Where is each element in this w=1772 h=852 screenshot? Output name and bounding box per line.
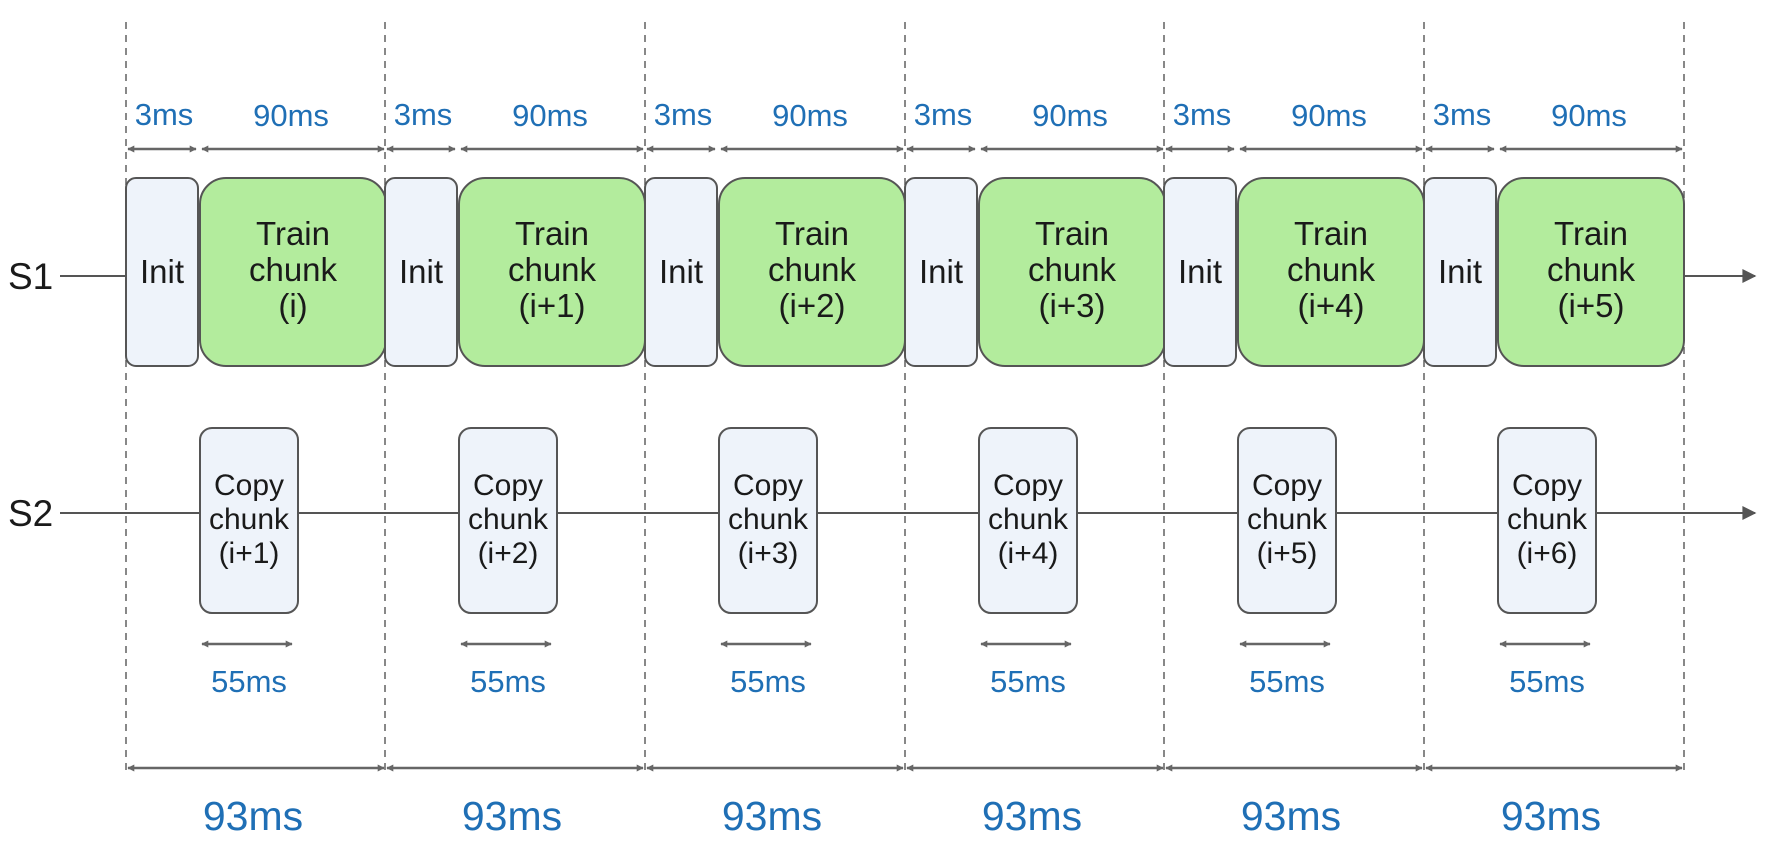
period-duration-label: 93ms bbox=[982, 793, 1082, 839]
copy-chunk-label-line: (i+4) bbox=[998, 537, 1059, 570]
copy-chunk-label-line: chunk bbox=[728, 503, 809, 536]
copy-chunk-label-line: Copy bbox=[214, 469, 284, 502]
period-duration-label: 93ms bbox=[203, 793, 303, 839]
init-duration-label: 3ms bbox=[914, 97, 973, 132]
train-chunk-label-line: chunk bbox=[1028, 251, 1117, 288]
period-duration-label: 93ms bbox=[462, 793, 562, 839]
train-chunk-label-line: chunk bbox=[768, 251, 857, 288]
init-box-label: Init bbox=[919, 253, 963, 290]
init-box bbox=[384, 177, 458, 367]
init-box-label: Init bbox=[659, 253, 703, 290]
init-box bbox=[1163, 177, 1237, 367]
copy-chunk-label-line: Copy bbox=[733, 469, 803, 502]
copy-chunk-label-line: chunk bbox=[1507, 503, 1588, 536]
init-duration-label: 3ms bbox=[394, 97, 453, 132]
train-chunk-label-line: (i+5) bbox=[1558, 287, 1625, 324]
train-duration-label: 90ms bbox=[772, 98, 848, 133]
copy-chunk-box bbox=[978, 427, 1078, 614]
train-chunk-label-line: chunk bbox=[1287, 251, 1376, 288]
copy-duration-label: 55ms bbox=[1249, 664, 1325, 699]
train-chunk-label-line: (i+3) bbox=[1039, 287, 1106, 324]
copy-chunk-label-line: chunk bbox=[209, 503, 290, 536]
copy-chunk-label-line: (i+6) bbox=[1517, 537, 1578, 570]
train-chunk-label-line: Train bbox=[775, 215, 849, 252]
period-dividers bbox=[125, 22, 1685, 772]
copy-chunk-label-line: Copy bbox=[1252, 469, 1322, 502]
train-chunk-label-line: Train bbox=[515, 215, 589, 252]
copy-chunk-label-line: chunk bbox=[1247, 503, 1328, 536]
init-duration-label: 3ms bbox=[135, 97, 194, 132]
train-duration-label: 90ms bbox=[1291, 98, 1367, 133]
train-chunk-label-line: (i+4) bbox=[1298, 287, 1365, 324]
copy-duration-label: 55ms bbox=[470, 664, 546, 699]
train-chunk-box bbox=[1497, 177, 1685, 367]
copy-chunk-box bbox=[1237, 427, 1337, 614]
train-chunk-label-line: (i) bbox=[278, 287, 307, 324]
copy-duration-label: 55ms bbox=[211, 664, 287, 699]
init-box-label: Init bbox=[1438, 253, 1482, 290]
copy-chunk-label-line: (i+2) bbox=[478, 537, 539, 570]
init-duration-label: 3ms bbox=[654, 97, 713, 132]
period-duration-label: 93ms bbox=[1241, 793, 1341, 839]
init-box-label: Init bbox=[399, 253, 443, 290]
train-duration-label: 90ms bbox=[253, 98, 329, 133]
copy-chunk-box bbox=[1497, 427, 1597, 614]
train-duration-label: 90ms bbox=[1032, 98, 1108, 133]
copy-chunk-label-line: chunk bbox=[468, 503, 549, 536]
train-chunk-label-line: (i+2) bbox=[779, 287, 846, 324]
copy-chunk-label-line: chunk bbox=[988, 503, 1069, 536]
copy-chunk-box bbox=[718, 427, 818, 614]
init-box bbox=[644, 177, 718, 367]
train-duration-label: 90ms bbox=[512, 98, 588, 133]
train-chunk-label-line: chunk bbox=[508, 251, 597, 288]
copy-chunk-label-line: Copy bbox=[473, 469, 543, 502]
init-duration-label: 3ms bbox=[1433, 97, 1492, 132]
copy-chunk-box bbox=[458, 427, 558, 614]
period-duration-label: 93ms bbox=[722, 793, 822, 839]
copy-duration-label: 55ms bbox=[1509, 664, 1585, 699]
train-chunk-label-line: chunk bbox=[249, 251, 338, 288]
init-box bbox=[1423, 177, 1497, 367]
train-chunk-label-line: chunk bbox=[1547, 251, 1636, 288]
train-chunk-label-line: Train bbox=[1294, 215, 1368, 252]
init-box bbox=[904, 177, 978, 367]
copy-chunk-label-line: (i+3) bbox=[738, 537, 799, 570]
init-duration-label: 3ms bbox=[1173, 97, 1232, 132]
row-label-s2: S2 bbox=[8, 493, 53, 534]
train-chunk-label-line: (i+1) bbox=[519, 287, 586, 324]
train-chunk-label-line: Train bbox=[1035, 215, 1109, 252]
copy-chunk-label-line: (i+5) bbox=[1257, 537, 1318, 570]
period-duration-label: 93ms bbox=[1501, 793, 1601, 839]
train-duration-label: 90ms bbox=[1551, 98, 1627, 133]
row-label-s1: S1 bbox=[8, 256, 53, 297]
init-box bbox=[125, 177, 199, 367]
train-chunk-label-line: Train bbox=[1554, 215, 1628, 252]
copy-chunk-label-line: (i+1) bbox=[219, 537, 280, 570]
copy-chunk-label-line: Copy bbox=[1512, 469, 1582, 502]
train-chunk-label-line: Train bbox=[256, 215, 330, 252]
init-box-label: Init bbox=[1178, 253, 1222, 290]
copy-chunk-label-line: Copy bbox=[993, 469, 1063, 502]
init-box-label: Init bbox=[140, 253, 184, 290]
copy-duration-label: 55ms bbox=[990, 664, 1066, 699]
copy-duration-label: 55ms bbox=[730, 664, 806, 699]
copy-chunk-box bbox=[199, 427, 299, 614]
